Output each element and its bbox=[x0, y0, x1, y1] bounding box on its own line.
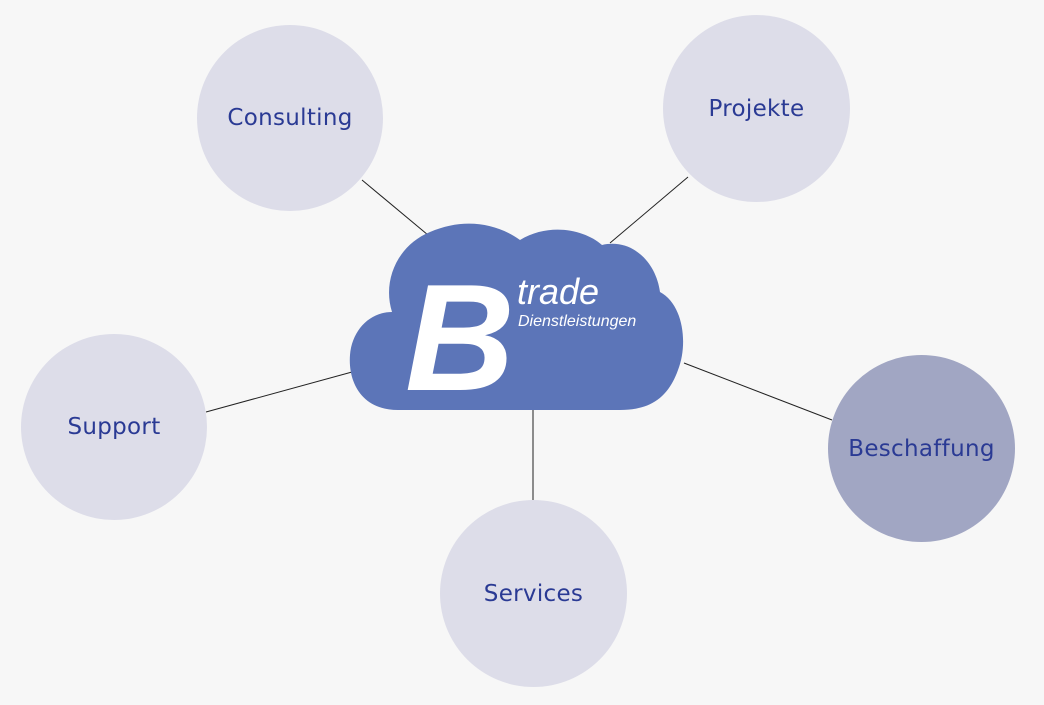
node-projekte-label: Projekte bbox=[708, 95, 805, 122]
connector-consulting bbox=[361, 179, 429, 236]
node-beschaffung[interactable]: Beschaffung bbox=[828, 355, 1015, 542]
logo-tagline: Dienstleistungen bbox=[518, 313, 636, 330]
logo-letter-b: B bbox=[405, 253, 515, 423]
node-support[interactable]: Support bbox=[21, 334, 207, 520]
node-beschaffung-label: Beschaffung bbox=[848, 435, 995, 462]
node-projekte[interactable]: Projekte bbox=[663, 15, 850, 202]
logo-word-trade: trade bbox=[517, 271, 599, 312]
cloud-shape bbox=[349, 223, 684, 410]
node-services[interactable]: Services bbox=[440, 500, 627, 687]
connector-beschaffung bbox=[683, 362, 833, 421]
node-consulting[interactable]: Consulting bbox=[197, 25, 383, 211]
cloud-logo[interactable]: B trade Dienstleistungen bbox=[349, 223, 684, 423]
node-support-label: Support bbox=[67, 414, 161, 440]
node-consulting-label: Consulting bbox=[227, 105, 353, 131]
connector-support bbox=[205, 371, 353, 413]
connector-projekte bbox=[609, 176, 689, 244]
node-services-label: Services bbox=[483, 580, 584, 607]
